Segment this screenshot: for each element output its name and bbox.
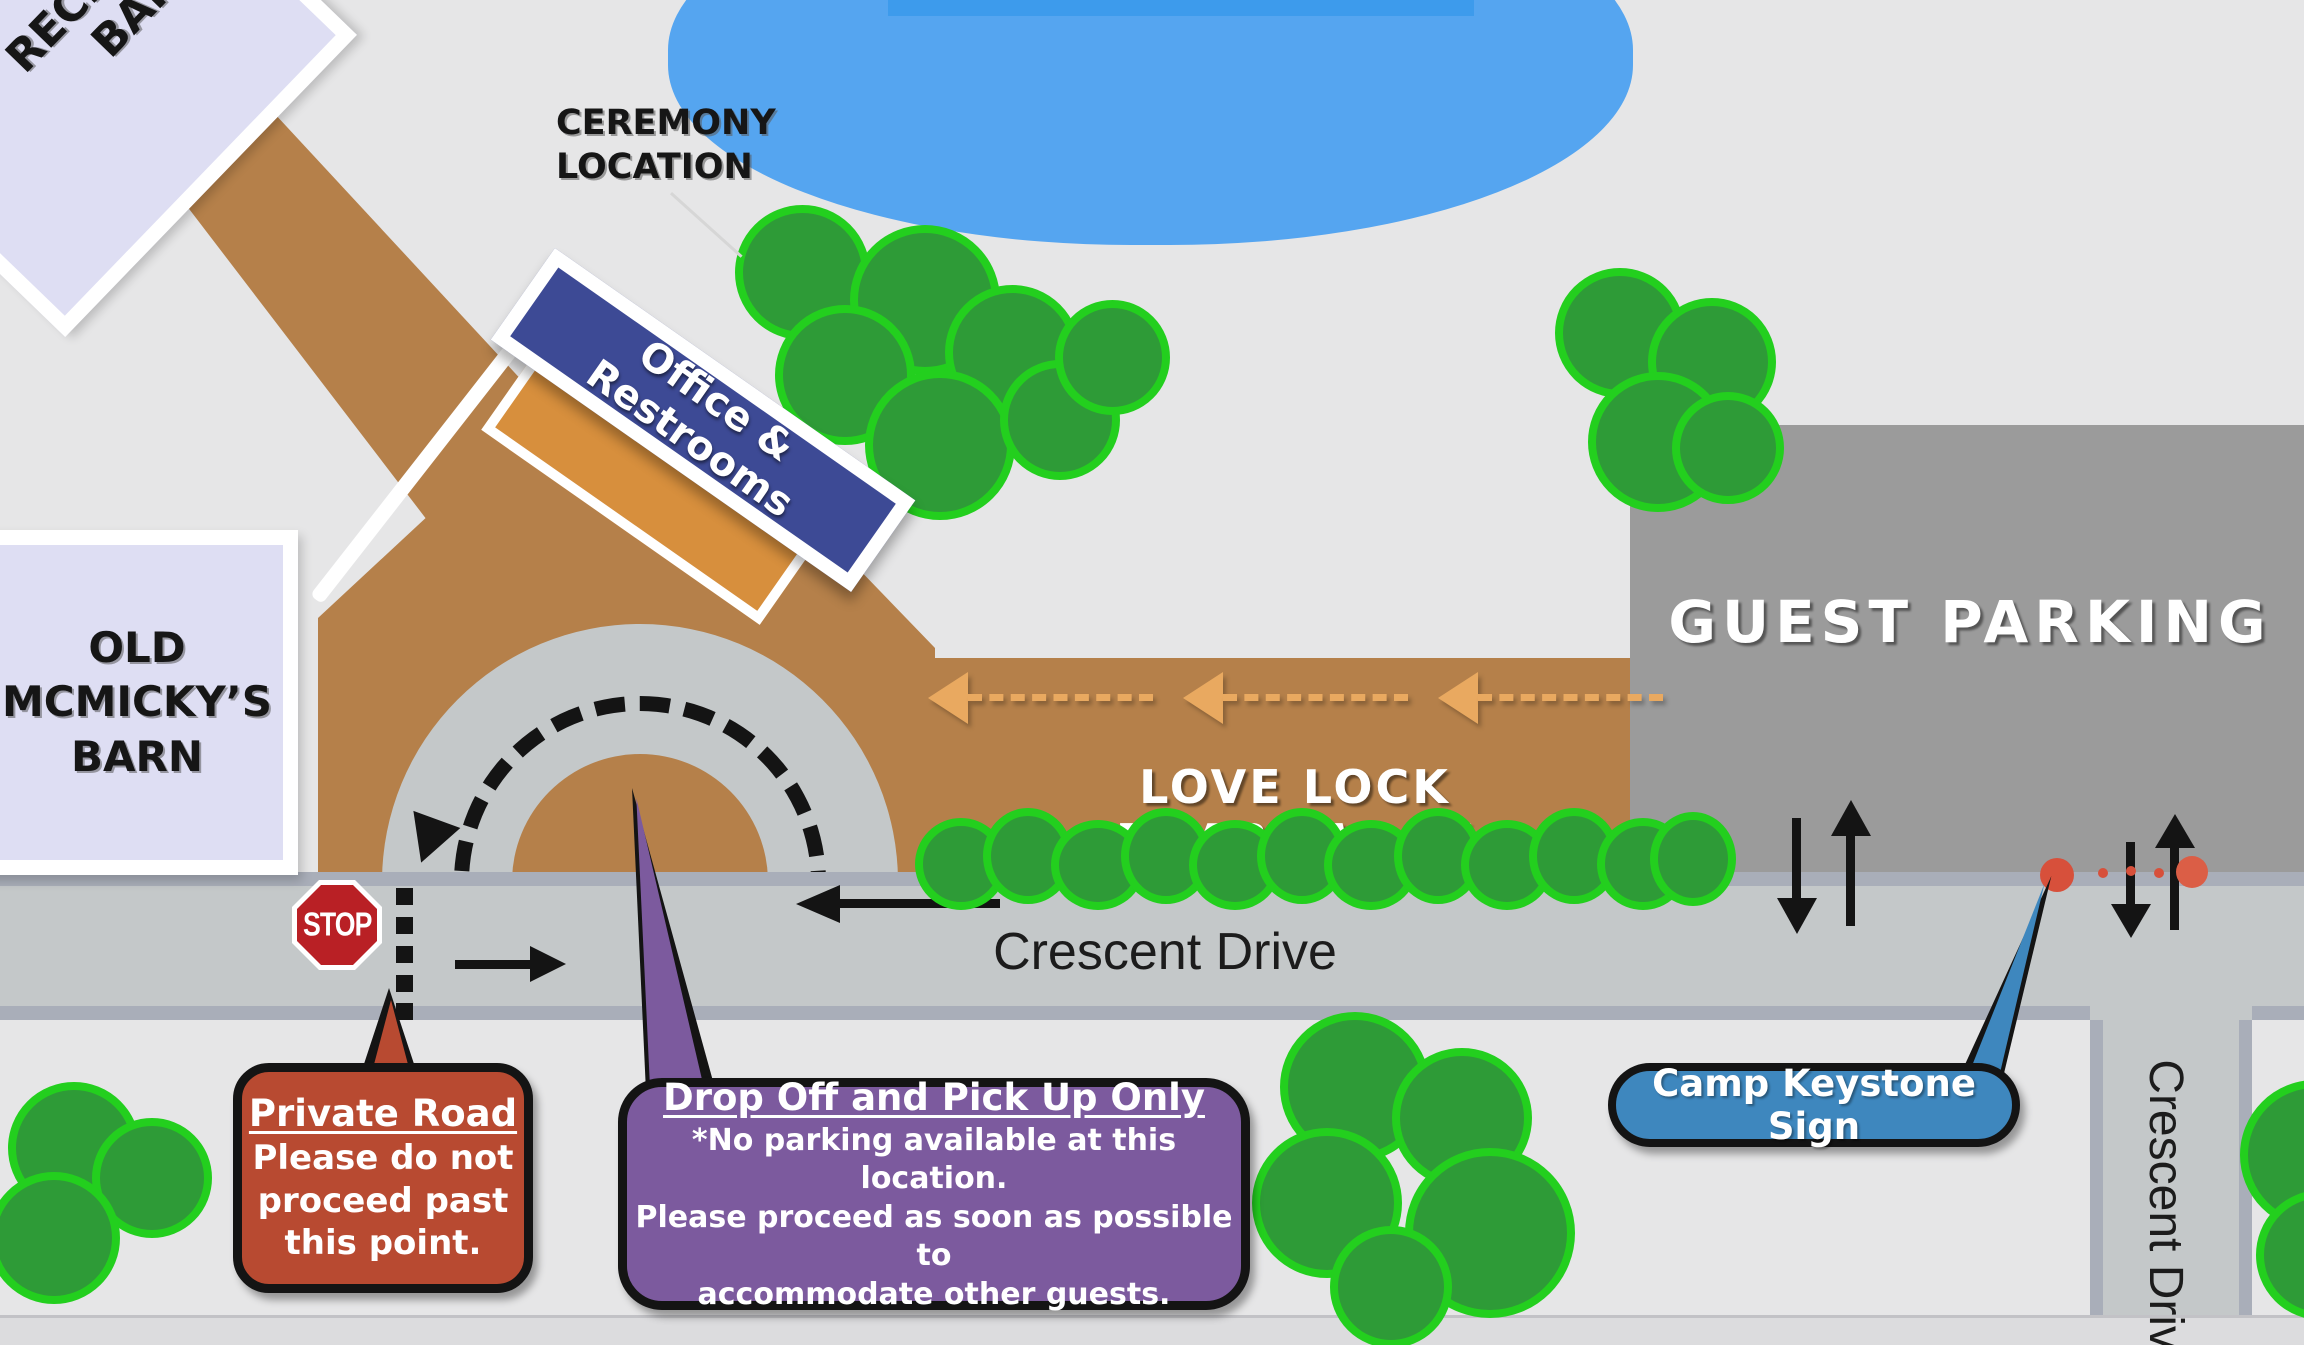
private-road-tail (372, 1000, 410, 1072)
old-mcmickys-barn-sign: OLD MCMICKY’S BARN (0, 530, 298, 875)
old-barn-label-line2: MCMICKY’S (1, 677, 273, 727)
stop-sign-text: STOP (302, 906, 372, 943)
crescent-drive-south-road (2090, 1006, 2252, 1345)
ceremony-label-line1: CEREMONY (556, 103, 776, 143)
road-edge-left (2090, 1020, 2103, 1345)
old-barn-label-line3: BARN (70, 731, 203, 781)
stop-sign-face: STOP (297, 885, 377, 965)
guest-parking-label: GUEST PARKING (1668, 588, 2272, 656)
private-road-line1: Please do not (252, 1138, 514, 1179)
ceremony-pointer-line (669, 192, 743, 258)
private-road-line3: this point. (284, 1223, 482, 1264)
dropoff-line1: *No parking available at this location. (691, 1123, 1177, 1197)
ceremony-location-label: CEREMONY LOCATION (556, 102, 776, 190)
reception-barn-label-line2: BARN (82, 0, 215, 67)
old-barn-label-line1: OLD (88, 622, 186, 672)
dropoff-callout: Drop Off and Pick Up Only *No parking av… (618, 1076, 1250, 1312)
crescent-drive-label: Crescent Drive (993, 923, 1337, 981)
sidewalk-strip (0, 1315, 2304, 1345)
pond-dock (888, 0, 1474, 16)
ceremony-label-line2: LOCATION (556, 146, 753, 187)
dropoff-title: Drop Off and Pick Up Only (663, 1075, 1205, 1119)
crescent-drive-south-label: Crescent Drive (2139, 1059, 2192, 1345)
crescent-drive-road (0, 886, 2304, 1006)
dropoff-line2: Please proceed as soon as possible to (635, 1199, 1233, 1274)
private-road-callout: Private Road Please do not proceed past … (233, 1063, 533, 1293)
camp-keystone-callout: Camp Keystone Sign (1608, 1062, 2020, 1148)
private-road-title: Private Road (248, 1092, 518, 1136)
road-edge-bottom (0, 1006, 2304, 1020)
private-road-line2: proceed past (257, 1180, 509, 1221)
dropoff-line3: accommodate other guests. (697, 1276, 1171, 1312)
dropoff-loop (370, 622, 915, 878)
camp-keystone-label: Camp Keystone Sign (1652, 1062, 1976, 1148)
